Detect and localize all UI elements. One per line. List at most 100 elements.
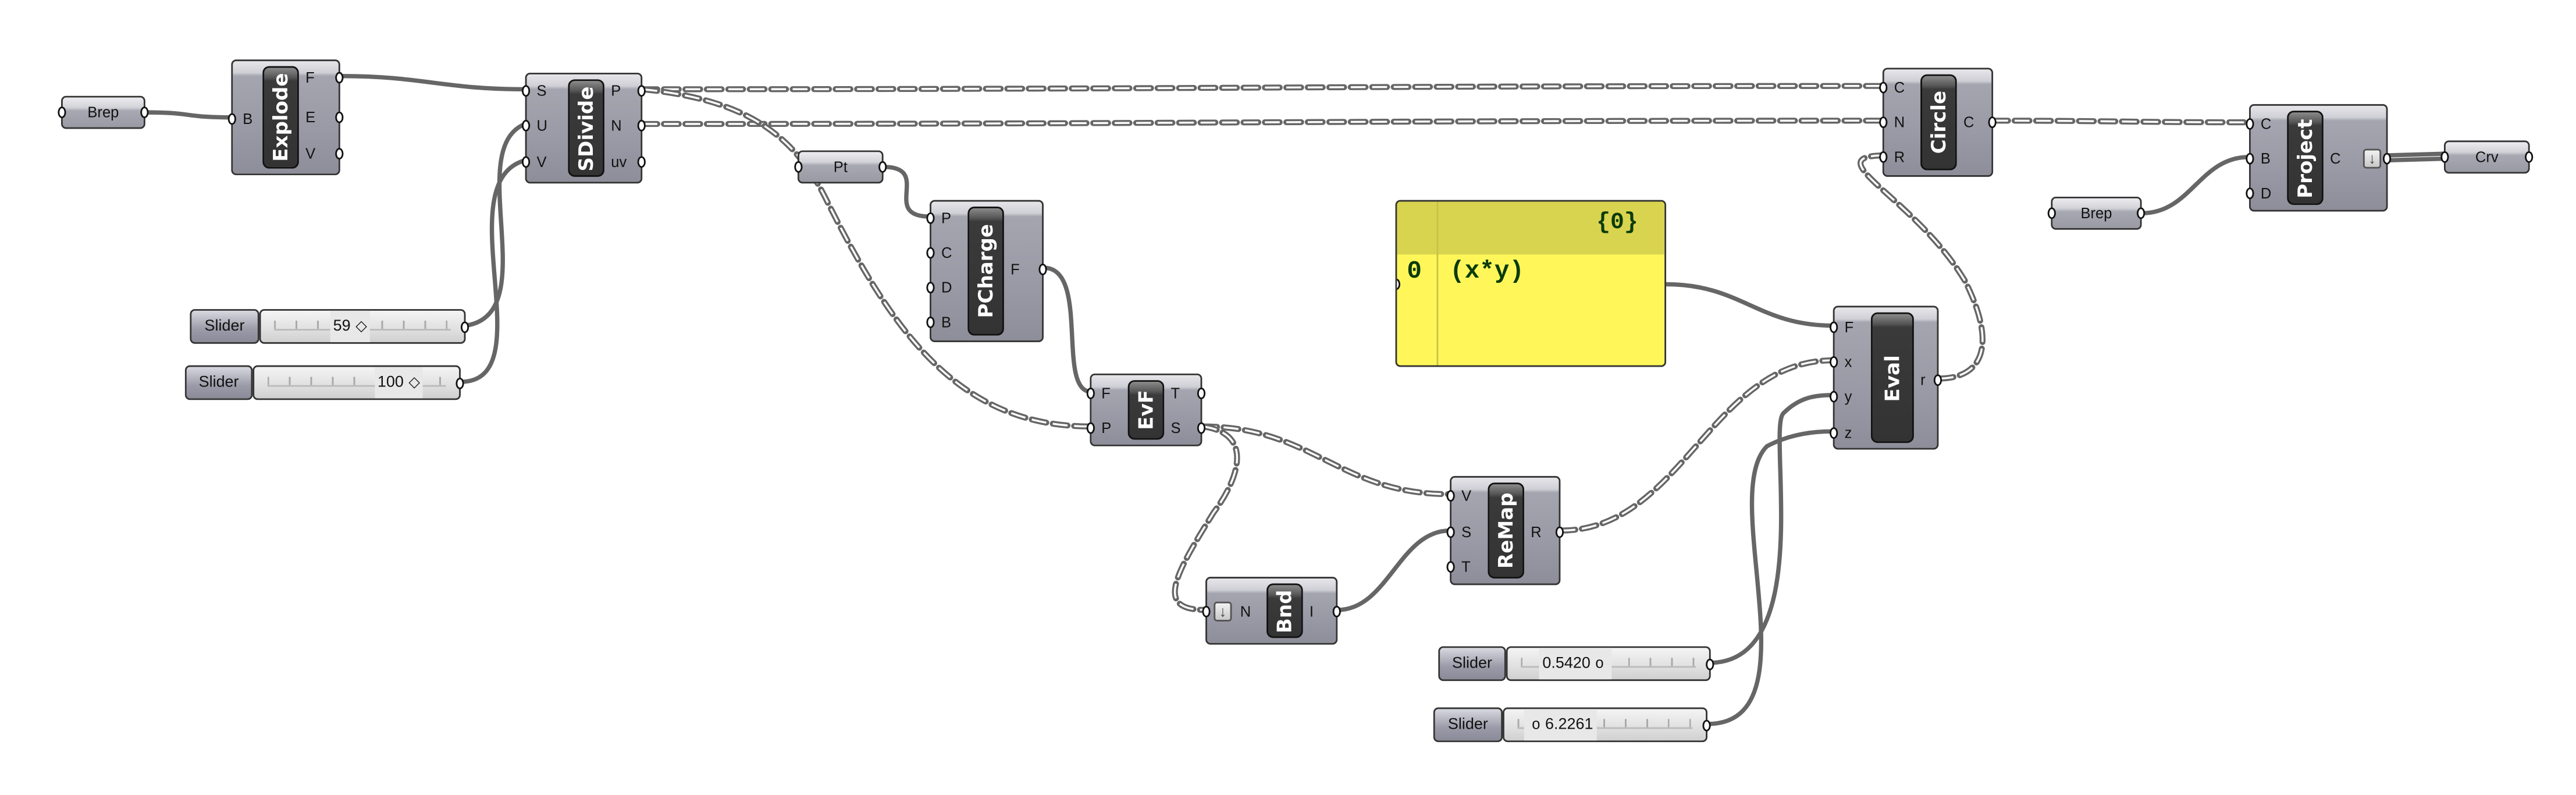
input-port-P[interactable]	[1086, 422, 1095, 434]
wire-remap-eval[interactable]	[1557, 357, 1836, 534]
wire-panel-eval[interactable]	[1666, 282, 1833, 328]
input-port-D[interactable]	[926, 282, 935, 294]
input-port-C[interactable]	[1879, 81, 1888, 94]
input-port-x[interactable]	[1830, 356, 1838, 368]
input-port-T[interactable]	[1446, 561, 1455, 573]
slider-output-port[interactable]	[1702, 719, 1711, 732]
slider-grip-icon[interactable]: o	[1532, 715, 1540, 733]
wire-explode-sdivide[interactable]	[340, 73, 525, 92]
output-port-r[interactable]	[1933, 374, 1942, 386]
wire-slider62261-z[interactable]	[1707, 429, 1833, 726]
flatten-arrow-icon[interactable]: ↓	[1214, 601, 1232, 622]
input-port-V[interactable]	[1446, 490, 1455, 502]
slider-grip-icon[interactable]: o	[1595, 654, 1604, 672]
wire-brep-project[interactable]	[2141, 155, 2250, 216]
slider-output-port[interactable]	[1706, 658, 1714, 670]
graft-arrow-icon[interactable]: ↓	[2362, 148, 2382, 169]
param-crv[interactable]: Crv	[2440, 140, 2534, 174]
wire-slider0542-y[interactable]	[1710, 393, 1833, 665]
output-port-V[interactable]	[335, 148, 344, 160]
input-port[interactable]	[794, 161, 803, 173]
wire-project-crv-2[interactable]	[2388, 156, 2445, 163]
wire-pt-pcharge[interactable]	[883, 165, 930, 219]
wire-pcharge-evf[interactable]	[1043, 265, 1091, 394]
input-port-F[interactable]	[1830, 321, 1838, 333]
output-port-I[interactable]	[1332, 605, 1341, 617]
wire-brep-explode[interactable]	[145, 110, 232, 120]
input-port-S[interactable]	[1446, 526, 1455, 538]
slider-label-text: Slider	[198, 373, 239, 392]
input-port-C[interactable]	[2246, 118, 2254, 130]
wire-slider59-u[interactable]	[465, 122, 526, 328]
output-port-S[interactable]	[1197, 422, 1206, 434]
input-port-y[interactable]	[1830, 391, 1838, 403]
wire-slider100-v[interactable]	[460, 158, 526, 384]
output-port-F[interactable]	[335, 72, 344, 84]
output-port[interactable]	[140, 107, 149, 119]
output-port-E[interactable]	[335, 111, 344, 123]
input-port-z[interactable]	[1830, 427, 1838, 439]
param-pt[interactable]: Pt	[794, 150, 887, 184]
output-port-uv[interactable]	[637, 156, 646, 168]
output-port[interactable]	[878, 161, 887, 173]
input-port[interactable]	[2440, 151, 2449, 163]
output-port[interactable]	[2137, 207, 2146, 219]
param-brep1[interactable]: Brep	[58, 95, 149, 129]
input-port-S[interactable]	[521, 85, 531, 97]
input-port-N[interactable]	[1202, 605, 1211, 617]
output-port-R[interactable]	[1555, 526, 1564, 538]
wire-project-crv[interactable]	[2388, 151, 2445, 158]
slider-s1[interactable]: 59◇	[259, 309, 469, 344]
output-port-T[interactable]	[1197, 387, 1206, 399]
input-port-B[interactable]	[2246, 152, 2254, 165]
input-port-D[interactable]	[2246, 187, 2254, 200]
input-port-V[interactable]	[521, 156, 531, 168]
output-port-F[interactable]	[1038, 263, 1047, 275]
output-port-C[interactable]	[1988, 116, 1997, 129]
output-port[interactable]	[2525, 151, 2534, 163]
input-port[interactable]	[2047, 207, 2056, 219]
input-label: D	[941, 279, 952, 296]
param-brep2[interactable]: Brep	[2047, 196, 2146, 230]
input-port-C[interactable]	[926, 247, 935, 259]
slider-grip-icon[interactable]: ◇	[355, 317, 367, 334]
slider-grip-icon[interactable]: ◇	[408, 373, 421, 391]
output-port-N[interactable]	[637, 119, 646, 132]
input-port[interactable]	[58, 107, 66, 119]
panel-component[interactable]: {0} 0 (x*y)	[1395, 200, 1667, 367]
slider-output-port[interactable]	[460, 321, 469, 333]
wire-circle-project[interactable]	[1990, 118, 2253, 126]
slider-output-port[interactable]	[456, 377, 464, 389]
wire-bnd-remap[interactable]	[1337, 528, 1450, 612]
output-port-P[interactable]	[637, 85, 646, 97]
input-label: y	[1844, 388, 1852, 405]
input-port-B[interactable]	[227, 113, 236, 125]
slider-value[interactable]: 100◇	[374, 367, 424, 399]
input-port-R[interactable]	[1879, 151, 1888, 163]
panel-input-port[interactable]	[1397, 278, 1401, 290]
input-port-B[interactable]	[926, 316, 935, 328]
wire-sdivide-p-evf-inner	[642, 88, 1090, 428]
input-port-F[interactable]	[1086, 387, 1095, 399]
input-port-N[interactable]	[1879, 116, 1888, 129]
input-port-P[interactable]	[926, 212, 935, 224]
slider-s2[interactable]: 100◇	[252, 365, 464, 400]
output-port-C[interactable]	[2382, 152, 2392, 165]
slider-value[interactable]: 59◇	[329, 310, 371, 342]
input-port-U[interactable]	[521, 119, 531, 132]
panel-divider	[1436, 201, 1439, 365]
